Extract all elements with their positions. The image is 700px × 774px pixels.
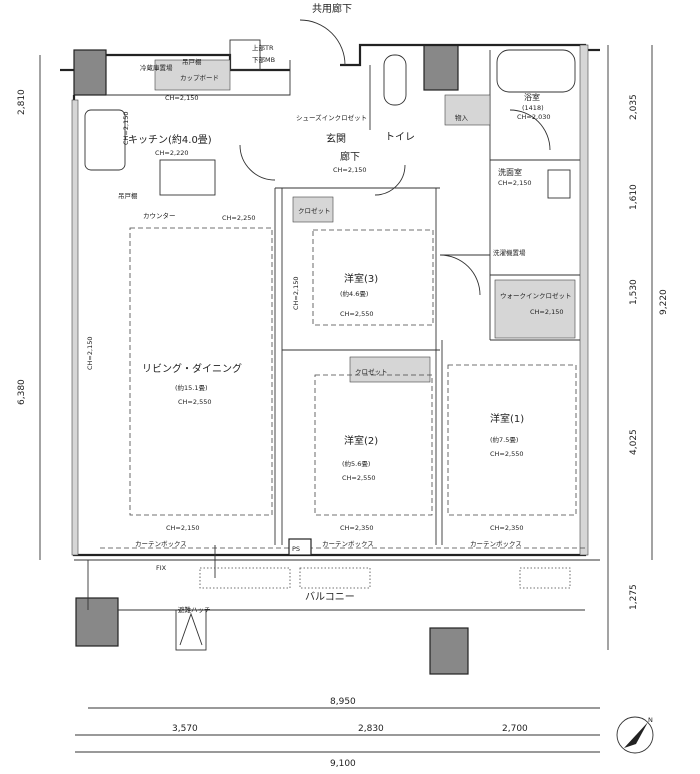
- dim-right-2: 1,610: [629, 184, 639, 210]
- dim-bottom-top: 8,950: [330, 697, 356, 707]
- svg-text:N: N: [648, 716, 653, 724]
- closet-label-r2: クロゼット: [355, 367, 388, 376]
- washroom-ch: CH=2,150: [498, 179, 531, 187]
- ld-side-ch: CH=2,150: [86, 337, 94, 370]
- dim-bottom-2: 2,830: [358, 724, 384, 734]
- dim-bottom-1: 3,570: [172, 724, 198, 734]
- ld-size: (約15.1畳): [175, 383, 208, 392]
- ld-label: リビング・ダイニング: [142, 362, 242, 375]
- bath-label: 浴室: [524, 92, 540, 102]
- r3-ch: CH=2,550: [340, 310, 373, 318]
- dim-left-2: 6,380: [17, 379, 27, 405]
- toilet-label: トイレ: [385, 132, 415, 143]
- r1-bottom-ch: CH=2,350: [490, 524, 523, 532]
- washroom-label: 洗面室: [498, 167, 522, 177]
- shoes-closet-label: シューズインクロゼット: [296, 113, 367, 122]
- r2-bottom-ch: CH=2,350: [340, 524, 373, 532]
- counter-label: カウンター: [143, 211, 176, 220]
- entrance-label: 玄関: [326, 132, 346, 145]
- kitchen-ch: CH=2,220: [155, 149, 188, 157]
- r2-size: (約5.6畳): [342, 459, 370, 468]
- r3-size: (約4.6畳): [340, 289, 368, 298]
- fix-label: FIX: [156, 564, 167, 572]
- balcony-label: バルコニー: [305, 591, 355, 603]
- cupboard-label: カップボード: [180, 74, 219, 82]
- kitchen-side-ch: CH=2,150: [122, 112, 130, 145]
- hall-ch: CH=2,150: [333, 166, 366, 174]
- hatch-label: 避難ハッチ: [178, 605, 211, 614]
- hall-label: 廊下: [340, 150, 360, 163]
- dimension-lines: 2,035 1,610 1,530 4,025 1,275 9,220 2,81…: [17, 45, 669, 769]
- tr-label: 上部TR: [252, 43, 274, 52]
- fixtures: [74, 19, 600, 651]
- r1-size: (約7.5畳): [490, 435, 518, 444]
- bath-size: (1418): [522, 104, 544, 112]
- interior-walls: [106, 50, 580, 545]
- wall-cabinet-label: 吊戸棚: [182, 57, 202, 66]
- r2-ch: CH=2,550: [342, 474, 375, 482]
- wic-ch: CH=2,150: [530, 308, 563, 316]
- closet-label-r3: クロゼット: [298, 206, 331, 215]
- mb-label: 下部MB: [252, 55, 275, 64]
- dim-left-1: 2,810: [17, 89, 27, 115]
- ps-label: PS: [292, 545, 300, 553]
- curtain-box-2: カーテンボックス: [322, 540, 374, 548]
- dim-right-4: 4,025: [629, 429, 639, 455]
- r1-label: 洋室(1): [490, 412, 524, 425]
- r3-label: 洋室(3): [344, 272, 378, 285]
- kitchen-label: キッチン(約4.0畳): [128, 133, 212, 146]
- fridge-label: 冷蔵庫置場: [140, 63, 173, 72]
- outer-walls: [60, 39, 600, 675]
- north-compass-icon: N: [616, 716, 654, 754]
- ld-bottom-ch: CH=2,150: [166, 524, 199, 532]
- ld-top-ch: CH=2,250: [222, 214, 255, 222]
- storage-label: 物入: [455, 113, 469, 122]
- dim-right-total: 9,220: [659, 289, 669, 315]
- dim-bottom-3: 2,700: [502, 724, 528, 734]
- r1-ch: CH=2,550: [490, 450, 523, 458]
- kitchen-top-ch: CH=2,150: [165, 94, 198, 102]
- dim-right-3: 1,530: [629, 279, 639, 305]
- wic-label: ウォークインクロゼット: [500, 291, 572, 300]
- ld-ch: CH=2,550: [178, 398, 211, 406]
- dim-right-5: 1,275: [629, 584, 639, 610]
- curtain-box-1: カーテンボックス: [135, 540, 187, 548]
- r2-label: 洋室(2): [344, 434, 378, 447]
- dim-right-1: 2,035: [629, 94, 639, 120]
- common-corridor-label: 共用廊下: [312, 2, 352, 15]
- wall-cabinet-label-2: 吊戸棚: [118, 191, 138, 200]
- laundry-label: 洗濯機置場: [493, 248, 526, 257]
- dim-bottom-total: 9,100: [330, 759, 356, 769]
- bath-ch: CH=2,030: [517, 113, 550, 121]
- room-labels: 上部TR 下部MB 冷蔵庫置場 吊戸棚 カップボード CH=2,150 キッチン…: [86, 43, 572, 614]
- r3-side-ch: CH=2,150: [292, 277, 300, 310]
- curtain-box-3: カーテンボックス: [470, 540, 522, 548]
